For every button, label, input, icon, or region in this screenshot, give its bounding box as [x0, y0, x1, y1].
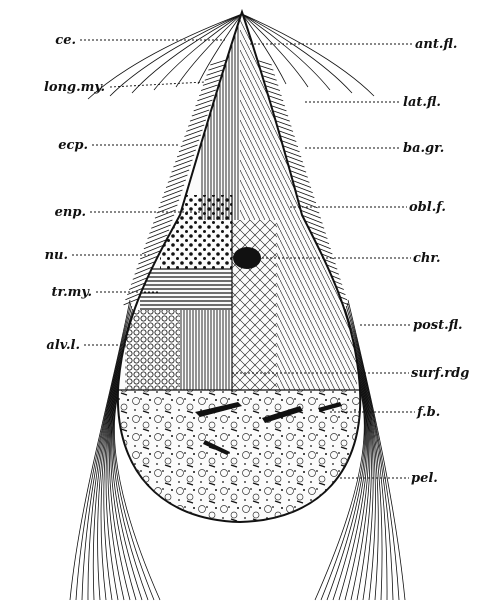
flagellum: [146, 235, 168, 244]
flagellum: [148, 230, 170, 239]
labels-right: ant.fl. lat.fl. ba.gr. obl.f. chr. post.…: [403, 37, 469, 486]
flagellum: [160, 195, 180, 203]
flagellum: [173, 160, 192, 167]
flagellum: [210, 60, 226, 65]
label-post-fl: post.fl.: [413, 318, 463, 333]
label-ce: ce.: [55, 33, 76, 48]
label-obl-f: obl.f.: [409, 200, 446, 215]
flagellum: [201, 85, 218, 91]
surface-network: [232, 220, 277, 390]
flagellum: [153, 215, 174, 223]
flagellum: [164, 185, 184, 193]
alveolar-layer: [125, 310, 180, 390]
transverse-myonemes: [140, 268, 232, 310]
flagellum: [168, 175, 188, 182]
flagellum: [172, 165, 191, 172]
flagellum: [207, 70, 223, 75]
flagellum: [170, 170, 189, 177]
flagellum: [166, 180, 186, 187]
vertical-striation: [180, 310, 232, 390]
flagellum: [159, 200, 179, 208]
label-lat-fl: lat.fl.: [403, 95, 441, 110]
food-body-zone: [110, 390, 370, 530]
label-pel: pel.: [411, 471, 438, 486]
label-chr: chr.: [413, 251, 441, 266]
label-enp: enp.: [55, 205, 86, 220]
flagellum: [203, 80, 219, 85]
flagellum: [155, 210, 176, 218]
label-alv-l: alv.l.: [46, 338, 80, 353]
label-f-b: f.b.: [416, 405, 440, 420]
flagellum: [205, 75, 221, 80]
flagellum: [208, 65, 224, 70]
flagellum: [199, 90, 216, 96]
flagellum: [149, 225, 170, 233]
flagellum: [162, 190, 182, 198]
label-tr-my: tr.my.: [51, 285, 92, 300]
label-ba-gr: ba.gr.: [403, 141, 444, 156]
label-long-my: long.my.: [44, 80, 105, 95]
flagellum: [151, 220, 172, 228]
basal-granule-region: [240, 20, 300, 220]
chromatin-nucleus: [233, 247, 261, 269]
label-ant-fl: ant.fl.: [415, 37, 457, 52]
oblique-fibres: [277, 220, 357, 390]
endoplasm: [160, 195, 232, 270]
label-ecp: ecp.: [58, 138, 88, 153]
flagellum: [175, 155, 194, 162]
label-surf-rdg: surf.rdg: [411, 366, 469, 381]
label-nu: nu.: [45, 248, 68, 263]
flagellum: [197, 95, 214, 101]
labels-left: ce. long.my. ecp. enp. nu. tr.my. alv.l.: [44, 33, 105, 353]
